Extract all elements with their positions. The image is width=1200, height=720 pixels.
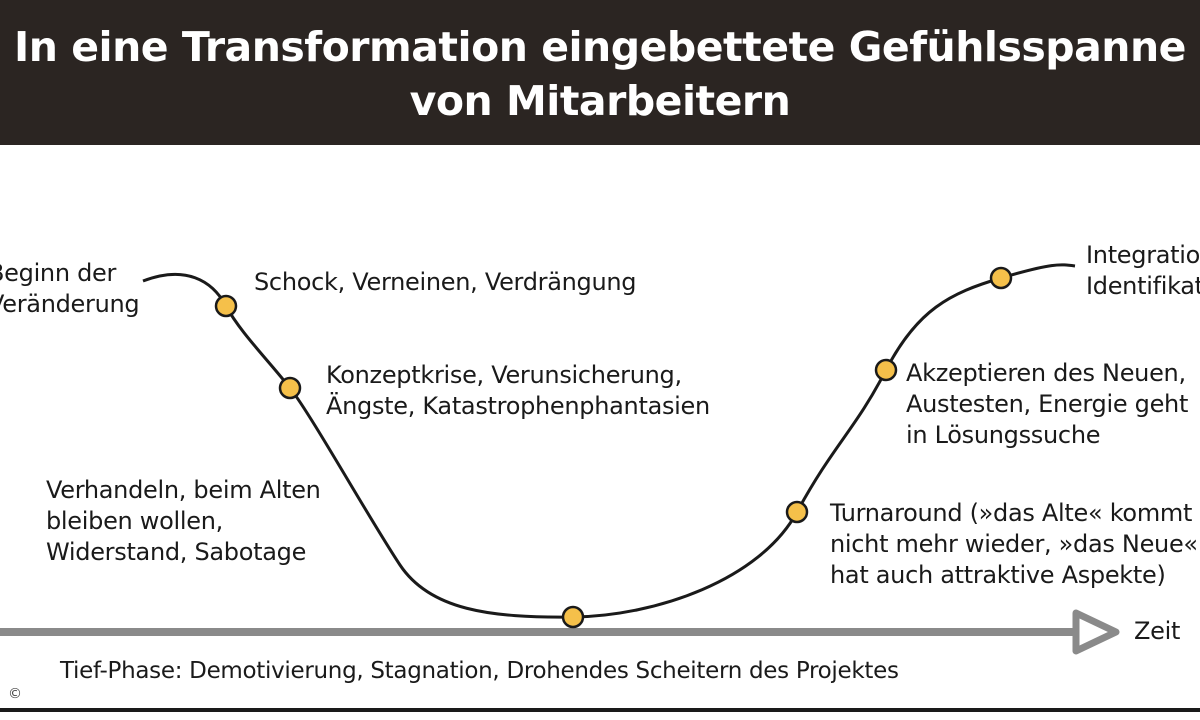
copyright-mark: © bbox=[8, 686, 22, 702]
title-banner: In eine Transformation eingebettete Gefü… bbox=[0, 0, 1200, 145]
marker-integration bbox=[989, 266, 1013, 290]
title-line-2: von Mitarbeitern bbox=[409, 77, 791, 125]
label-akzeptieren: Akzeptieren des Neuen, Austesten, Energi… bbox=[906, 359, 1189, 449]
label-verhandeln: Verhandeln, beim Alten bleiben wollen, W… bbox=[46, 476, 321, 566]
label-turnaround: Turnaround (»das Alte« kommt nicht mehr … bbox=[830, 499, 1198, 589]
label-konzeptkrise: Konzeptkrise, Verunsicherung, Ängste, Ka… bbox=[326, 361, 710, 420]
label-integration: Integration, Identifikation bbox=[1086, 241, 1200, 300]
phase-caption: Tief-Phase: Demotivierung, Stagnation, D… bbox=[60, 658, 899, 684]
marker-schock bbox=[214, 294, 238, 318]
marker-turnaround bbox=[785, 500, 809, 524]
axis-label-zeit: Zeit bbox=[1134, 617, 1181, 645]
label-beginn: Beginn der Veränderung bbox=[0, 259, 140, 318]
marker-konzeptkrise bbox=[278, 376, 302, 400]
marker-akzeptieren bbox=[874, 358, 898, 382]
title-line-1: In eine Transformation eingebettete Gefü… bbox=[14, 23, 1186, 71]
bottom-border bbox=[0, 708, 1200, 712]
label-schock: Schock, Verneinen, Verdrängung bbox=[254, 268, 637, 296]
time-axis-arrowhead bbox=[1072, 609, 1120, 655]
marker-tiefpunkt bbox=[561, 605, 585, 629]
